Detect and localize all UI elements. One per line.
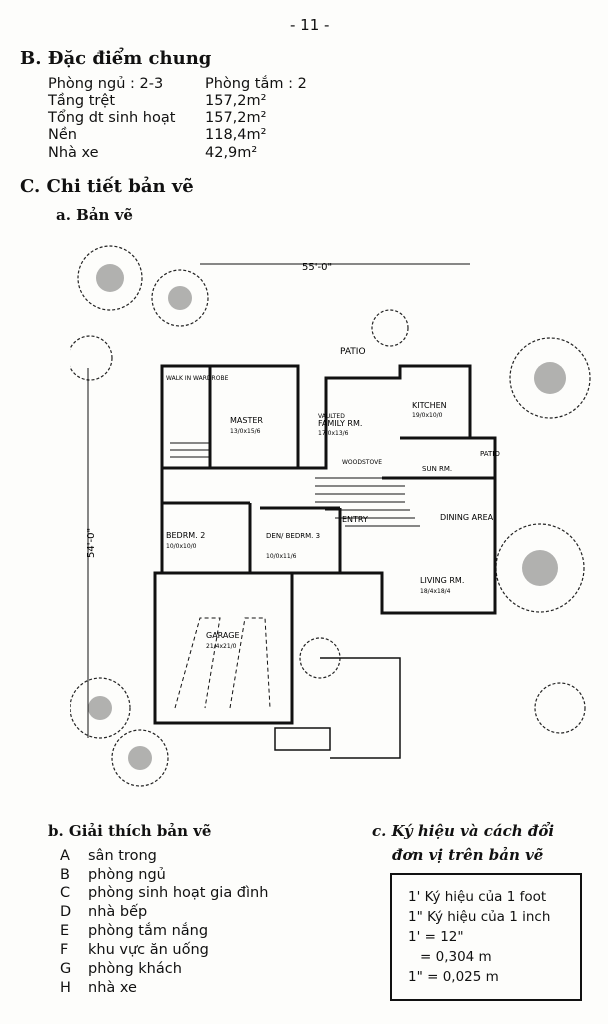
walkway [274, 657, 401, 759]
section-a-subtitle: a. Bản vẽ [56, 206, 133, 224]
deck-hatching [170, 442, 420, 527]
room-entry-label: ENTRY [342, 515, 368, 524]
legend-text: phòng khách [88, 961, 182, 977]
room-garage-size: 21/4x21/0 [206, 643, 237, 650]
spec-value: 42,9m² [205, 145, 258, 161]
legend-letter: D [60, 904, 72, 920]
room-family-size: 17/0x13/6 [318, 430, 349, 437]
room-den-label: DEN/ BEDRM. 3 [266, 532, 320, 540]
garage-parking-outline [174, 617, 271, 709]
width-dimension-label: 55'-0" [302, 262, 332, 273]
conversion-title-line2: đơn vị trên bản vẽ [392, 846, 544, 864]
spec-label: Tổng dt sinh hoạt [48, 110, 176, 126]
legend-letter: G [60, 961, 72, 977]
spec-value: 157,2m² [205, 93, 267, 109]
spec-label: Nền [48, 127, 77, 143]
conversion-line: 1" Ký hiệu của 1 inch [408, 909, 551, 925]
room-living-size: 18/4x18/4 [420, 588, 451, 595]
conversion-box: 1' Ký hiệu của 1 foot 1" Ký hiệu của 1 i… [390, 873, 582, 1001]
room-master-size: 13/0x15/6 [230, 428, 261, 435]
section-b-title: B. Đặc điểm chung [20, 48, 212, 69]
legend-letter: F [60, 942, 69, 958]
legend-text: khu vực ăn uống [88, 942, 209, 958]
walkin-wardrobe-label: WALK IN WARDROBE [166, 375, 229, 382]
legend-text: phòng ngủ [88, 867, 166, 883]
spec-label: Tầng trệt [48, 93, 115, 109]
spec-label: Nhà xe [48, 145, 99, 161]
room-bedrm2-size: 10/0x10/0 [166, 543, 197, 550]
room-kitchen-label: KITCHEN [412, 401, 447, 410]
conversion-title-line1: c. Ký hiệu và cách đổi [372, 822, 555, 840]
room-sun-label: SUN RM. [422, 465, 452, 473]
page-number: - 11 - [290, 16, 330, 34]
vaulted-label: VAULTED [318, 413, 345, 420]
shrub-dots [88, 264, 566, 770]
legend-letter: B [60, 867, 70, 883]
woodstove-label: WOODSTOVE [342, 459, 382, 466]
legend-text: nhà bếp [88, 904, 148, 920]
legend-letter: E [60, 923, 70, 939]
conversion-line: 1" = 0,025 m [408, 969, 499, 985]
room-patio-label: PATIO [340, 347, 366, 357]
room-family-label: FAMILY RM. [318, 419, 362, 428]
landscape-trees [70, 245, 591, 787]
conversion-line: 1' Ký hiệu của 1 foot [408, 889, 547, 905]
room-bedrm2-label: BEDRM. 2 [166, 531, 205, 540]
depth-dimension-label: 54'-0" [86, 528, 97, 558]
legend-letter: H [60, 980, 71, 996]
spec-value: 118,4m² [205, 127, 267, 143]
room-garage-label: GARAGE [206, 631, 240, 640]
section-c-title: C. Chi tiết bản vẽ [20, 176, 194, 197]
walls [153, 364, 497, 725]
room-kitchen-size: 19/0x10/0 [412, 412, 443, 419]
room-dining-label: DINING AREA [440, 513, 494, 522]
spec-label: Phòng ngủ : 2-3 [48, 76, 164, 92]
legend-title: b. Giải thích bản vẽ [48, 822, 212, 840]
legend-text: phòng tắm nắng [88, 923, 209, 939]
room-den-size: 10/0x11/6 [266, 553, 297, 560]
legend-text: nhà xe [88, 980, 137, 996]
legend-letter: C [60, 885, 71, 901]
conversion-line: 1' = 12" [408, 929, 464, 945]
legend-text: phòng sinh hoạt gia đình [88, 885, 269, 901]
spec-value: Phòng tắm : 2 [205, 76, 307, 92]
legend-letter: A [60, 848, 70, 864]
conversion-line: = 0,304 m [420, 949, 492, 965]
room-living-label: LIVING RM. [420, 576, 464, 585]
legend-text: sân trong [88, 848, 157, 864]
room-master-label: MASTER [230, 416, 263, 425]
spec-value: 157,2m² [205, 110, 267, 126]
floor-plan: 55'-0" 54'-0" PATIO WALK IN [70, 245, 591, 787]
room-patio2-label: PATIO [480, 450, 500, 458]
